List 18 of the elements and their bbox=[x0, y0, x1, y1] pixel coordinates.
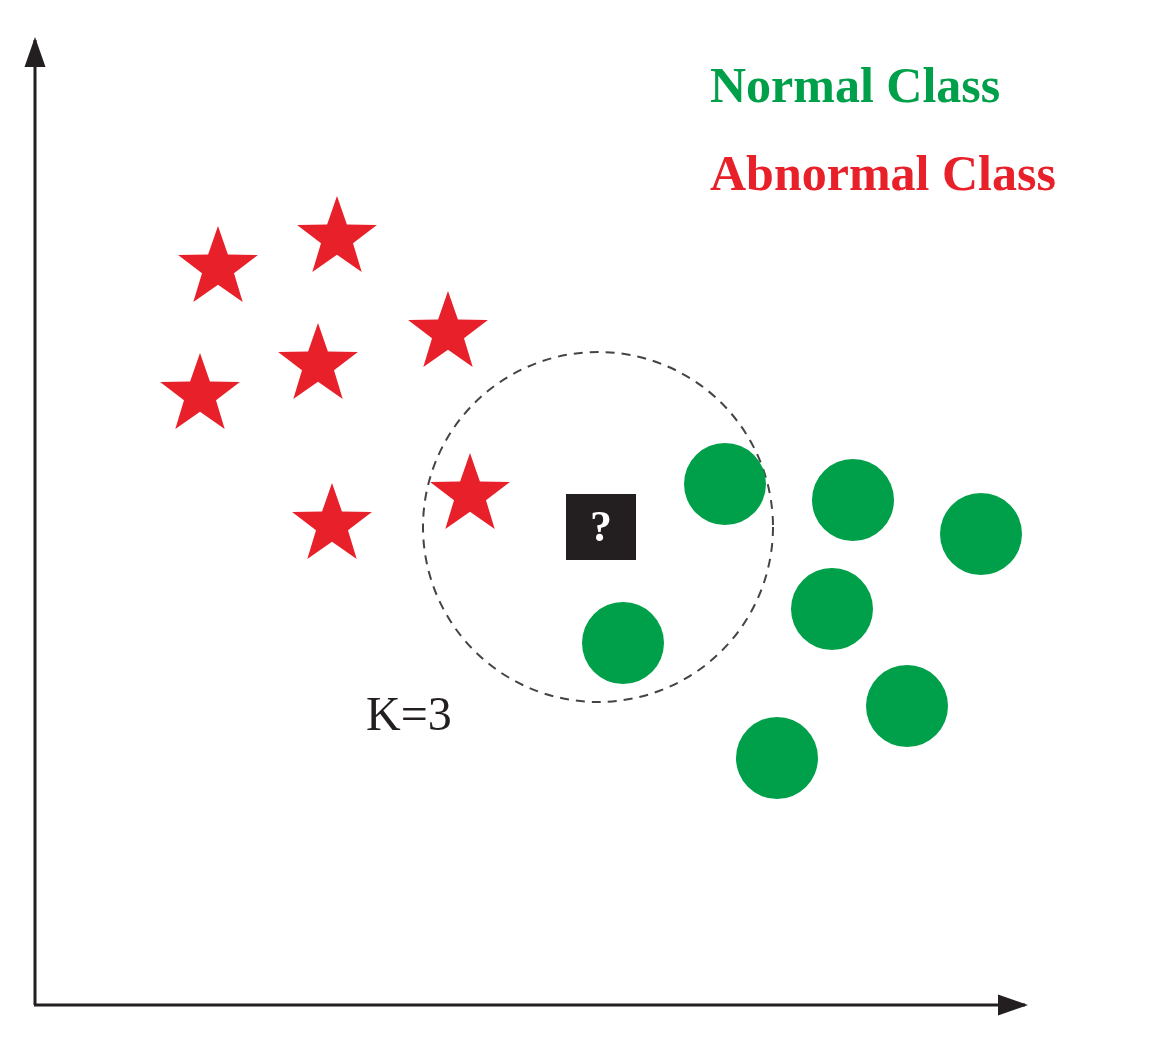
k-value-label: K=3 bbox=[366, 690, 452, 738]
legend-text: Abnormal Class bbox=[710, 148, 1056, 198]
star-point bbox=[408, 291, 488, 367]
circle-point bbox=[582, 602, 664, 684]
star-point bbox=[292, 483, 372, 559]
circle-point bbox=[791, 568, 873, 650]
star-point bbox=[278, 323, 358, 399]
circle-point bbox=[940, 493, 1022, 575]
query-point-box: ? bbox=[566, 494, 636, 560]
circle-point bbox=[866, 665, 948, 747]
circle-point bbox=[812, 459, 894, 541]
star-point bbox=[297, 196, 377, 272]
star-point bbox=[160, 353, 240, 429]
circle-point bbox=[684, 443, 766, 525]
legend-text: Normal Class bbox=[710, 60, 1002, 110]
star-point bbox=[430, 453, 510, 529]
star-point bbox=[178, 226, 258, 302]
circle-point bbox=[736, 717, 818, 799]
